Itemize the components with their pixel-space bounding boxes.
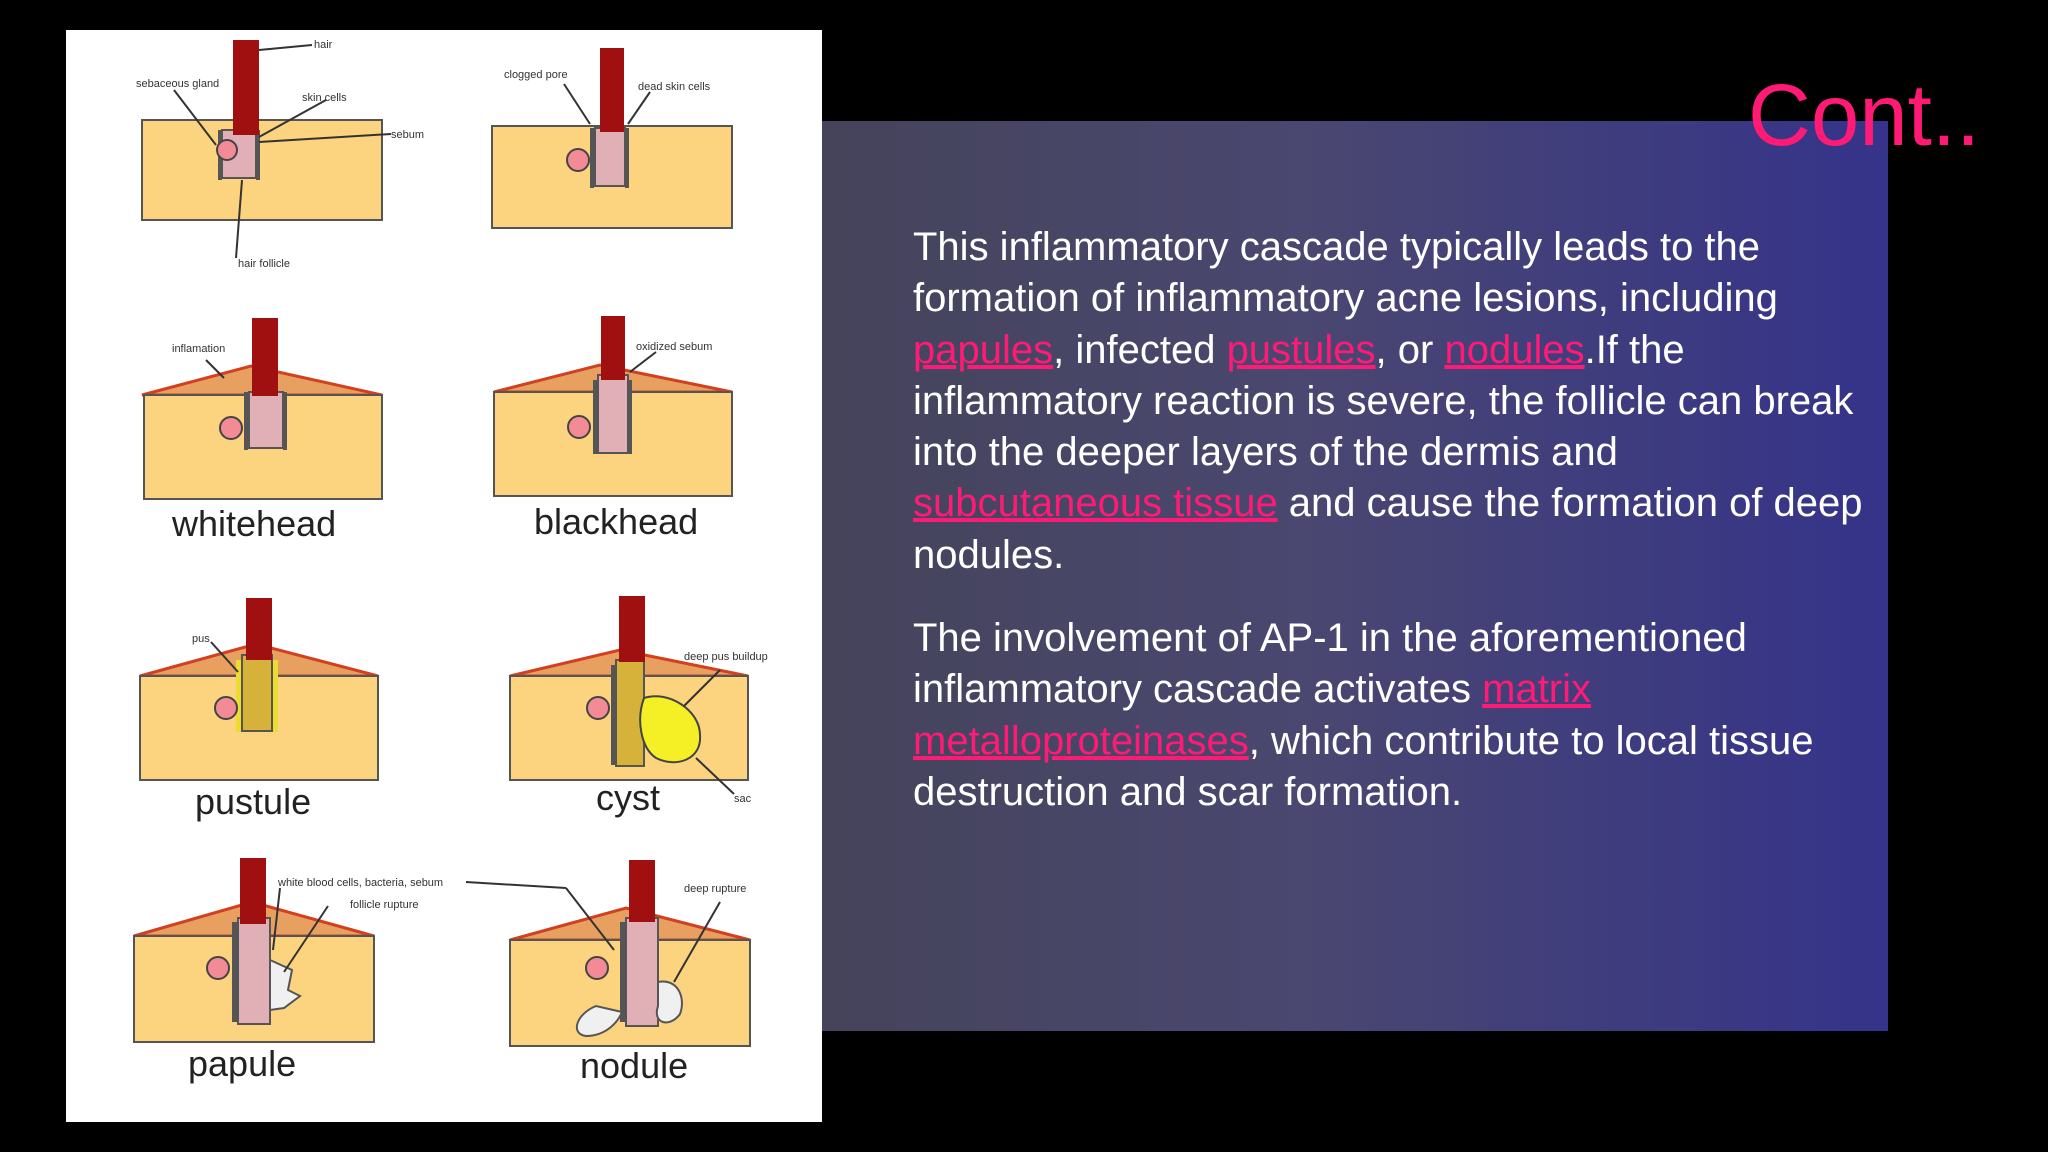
clogged-pore: clogged pore dead skin cells <box>491 48 733 229</box>
p1-text-3: , or <box>1375 327 1445 372</box>
normal-follicle: hair sebaceous gland skin cells sebum ha… <box>136 39 424 270</box>
cyst-caption: cyst <box>596 777 660 818</box>
p2-text-1: The involvement of AP-1 in the aforement… <box>913 616 1747 712</box>
deep-rupture-label: deep rupture <box>684 883 746 895</box>
pustule-diagram: pus pustule <box>139 598 379 822</box>
cyst-diagram: deep pus buildup sac cyst <box>509 596 768 818</box>
pus-label: pus <box>192 633 210 645</box>
papule-caption: papule <box>188 1043 296 1084</box>
acne-lesion-diagram: hair sebaceous gland skin cells sebum ha… <box>66 30 822 1122</box>
p1-text-4: .If the inflammatory reaction is severe,… <box>913 327 1854 475</box>
sac-label: sac <box>734 793 752 805</box>
nodule-caption: nodule <box>580 1045 688 1086</box>
deep-pus-buildup-label: deep pus buildup <box>684 651 768 663</box>
blackhead-diagram: oxidized sebum blackhead <box>493 316 733 542</box>
p1-text-5: and cause the formation of deep nodules. <box>913 481 1863 577</box>
content-panel <box>820 121 1888 1031</box>
link-pustules[interactable]: pustules <box>1226 327 1376 372</box>
pustule-caption: pustule <box>195 781 311 822</box>
nodule-diagram: deep rupture nodule <box>465 860 751 1086</box>
link-nodules[interactable]: nodules <box>1444 327 1585 372</box>
hair-label: hair <box>314 39 333 51</box>
link-matrix-metalloproteinases[interactable]: matrix metalloproteinases <box>913 667 1592 763</box>
dead-skin-cells-label: dead skin cells <box>638 81 711 93</box>
papule-diagram: white blood cells, bacteria, sebum folli… <box>133 858 443 1084</box>
acne-diagram-svg: hair sebaceous gland skin cells sebum ha… <box>133 39 768 1086</box>
p1-text-2: , infected <box>1053 327 1227 372</box>
oxidized-sebum-label: oxidized sebum <box>636 341 712 353</box>
paragraph-2: The involvement of AP-1 in the aforement… <box>913 613 1863 818</box>
wbc-label: white blood cells, bacteria, sebum <box>277 877 443 889</box>
inflammation-label: inflamation <box>172 343 225 355</box>
p1-text-1: This inflammatory cascade typically lead… <box>913 225 1778 321</box>
whitehead-caption: whitehead <box>171 503 336 544</box>
whitehead-diagram: inflamation whitehead <box>141 318 383 544</box>
link-papules[interactable]: papules <box>913 327 1054 372</box>
link-subcutaneous-tissue[interactable]: subcutaneous tissue <box>913 481 1278 526</box>
hair-follicle-label: hair follicle <box>238 258 290 270</box>
sebum-label: sebum <box>391 129 424 141</box>
blackhead-caption: blackhead <box>534 501 698 542</box>
p2-text-2: , which contribute to local tissue destr… <box>913 718 1814 814</box>
paragraph-1: This inflammatory cascade typically lead… <box>913 222 1863 581</box>
sebaceous-gland-label: sebaceous gland <box>136 78 219 90</box>
slide-title: Cont.. <box>1748 67 1981 164</box>
body-text: This inflammatory cascade typically lead… <box>913 222 1863 818</box>
follicle-rupture-label: follicle rupture <box>350 899 418 911</box>
clogged-pore-label: clogged pore <box>504 69 568 81</box>
skin-cells-label: skin cells <box>302 92 347 104</box>
